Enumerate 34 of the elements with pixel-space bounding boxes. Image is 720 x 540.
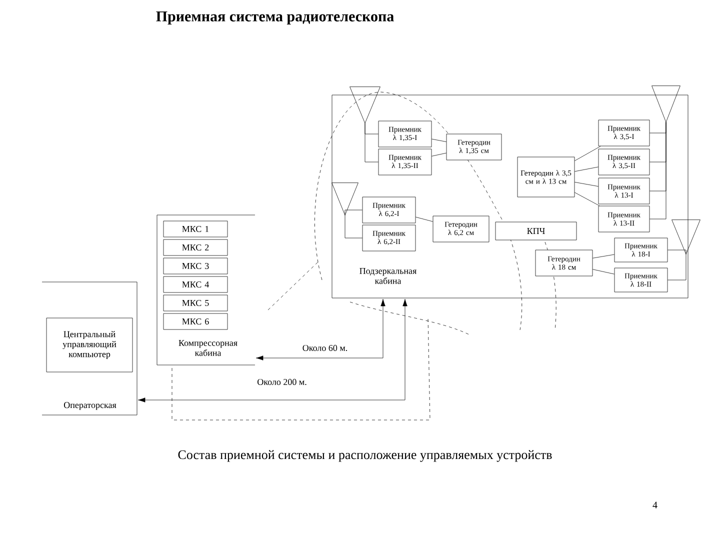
unit-box: МКС 2: [163, 239, 228, 256]
connector-line: [432, 152, 446, 156]
edge-label: Около 200 м.: [256, 378, 308, 386]
title: Приемная система радиотелескопа: [156, 12, 394, 24]
antenna-feed-line: [344, 210, 362, 216]
unit-box: МКС 6: [163, 313, 228, 330]
antenna-feed-line: [344, 215, 362, 238]
unit-box: МКС 1: [163, 220, 228, 238]
antenna-symbol: [652, 86, 680, 122]
page-number: 4: [652, 502, 658, 508]
antenna-feed-line: [668, 250, 686, 254]
connector-line: [574, 182, 598, 187]
antenna-feed-line: [364, 123, 378, 162]
caption: Состав приемной системы и расположение управляемых устройств: [178, 450, 552, 462]
antenna-symbol: [332, 182, 358, 216]
connector-line: [574, 166, 598, 172]
unit-box: Центральный управляющий компьютер: [46, 318, 133, 372]
unit-box: МКС 3: [163, 258, 228, 274]
connector-line: [592, 269, 614, 274]
connector-line: [574, 192, 600, 206]
connector-line: [574, 146, 601, 161]
distance-arrow: [138, 298, 408, 402]
connector-line: [416, 216, 433, 222]
connector-line: [592, 254, 614, 258]
unit-box: КПЧ: [495, 222, 577, 240]
connector-line: [432, 138, 446, 142]
antenna-feed-line: [650, 122, 666, 220]
unit-box: МКС 4: [163, 276, 228, 293]
unit-box: МКС 5: [163, 294, 228, 312]
antenna-symbol: [672, 220, 700, 254]
antenna-feed-line: [668, 254, 686, 280]
edge-label: Около 60 м.: [301, 344, 349, 352]
antenna-symbol: [350, 86, 380, 124]
distance-arrow: [256, 298, 386, 360]
